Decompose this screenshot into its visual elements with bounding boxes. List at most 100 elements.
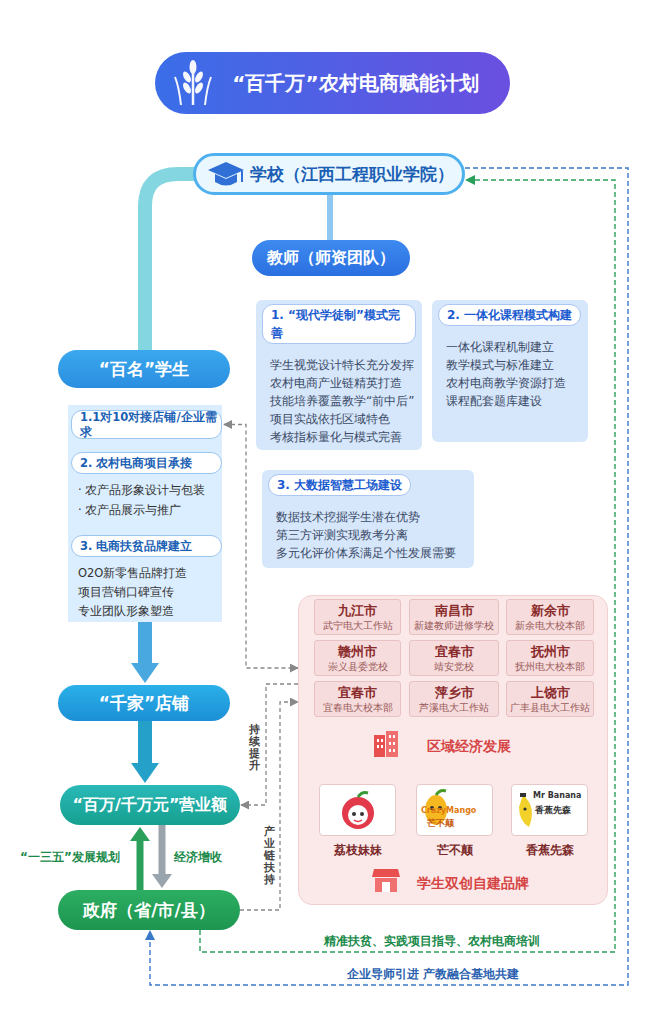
shop-box: “千家”店铺 <box>58 685 230 721</box>
student-panel: · 农产品形象设计与包装 · 农产品展示与推广 O2O新零售品牌打造项目营销口碑宣传… <box>68 405 222 622</box>
icon <box>338 790 378 832</box>
node-text: 区域经济发展 <box>427 738 511 756</box>
title-banner: “百千万”农村电商赋能计划 <box>155 52 510 114</box>
connector <box>241 684 298 805</box>
node-text: · 农产品形象设计与包装 <box>78 482 218 498</box>
node-text: 多元化评价体系满足个性发展需要 <box>268 544 468 562</box>
government-box: 政府（省/市/县） <box>58 890 240 930</box>
icon <box>371 866 401 894</box>
node-text: 上饶市 <box>531 684 570 701</box>
node-text: 教师（师资团队） <box>267 248 395 269</box>
node-text: 宜春电大校本部 <box>323 701 393 714</box>
node-text: 九江市 <box>338 602 377 619</box>
city-box: 宜春市宜春电大校本部 <box>314 681 401 717</box>
icon <box>171 59 215 107</box>
node-text: 抚州电大校本部 <box>515 660 585 673</box>
node-text: 数据技术挖掘学生潜在优势 <box>268 508 468 526</box>
logo-text: CrazyMango <box>421 806 476 815</box>
node-text: 芦溪电大工作站 <box>419 701 489 714</box>
node-text: 学校（江西工程职业学院） <box>250 163 454 186</box>
city-box: 九江市武宁电大工作站 <box>314 599 401 635</box>
node-text: 萍乡市 <box>435 684 474 701</box>
node-text: 一体化课程机制建立 <box>438 338 582 356</box>
task-pill: 3. 电商扶贫品牌建立 <box>71 535 222 557</box>
connector <box>145 174 205 352</box>
city-box: 萍乡市芦溪电大工作站 <box>409 681 499 717</box>
logo-text: 芒不颠 <box>427 817 454 830</box>
node-text: 项目营销口碑宣传 <box>78 584 218 600</box>
node-text: 学生视觉设计特长充分发挥 <box>262 356 416 374</box>
logo-text: 香蕉先森 <box>535 804 571 817</box>
node-text: 宜春市 <box>435 643 474 660</box>
connector <box>137 840 144 890</box>
node-text: 考核指标量化与模式完善 <box>262 428 416 446</box>
node-text: 荔枝妹妹 <box>310 842 405 859</box>
node-text: 靖安党校 <box>434 660 474 673</box>
edge-label: 经济增收 <box>172 850 224 865</box>
node-text: “千家”店铺 <box>99 692 189 715</box>
node-text: O2O新零售品牌打造 <box>78 565 218 581</box>
connector <box>159 825 166 875</box>
node-text: “百千万”农村电商赋能计划 <box>232 70 478 97</box>
node-text: 1.1对10对接店铺/企业需求 <box>80 410 221 440</box>
node-text: 政府（省/市/县） <box>83 899 214 922</box>
edge-label: 精准扶贫、实践项目指导、农村电商培训 <box>322 934 542 949</box>
node-text: “百名”学生 <box>99 358 189 381</box>
node-text: 赣州市 <box>338 643 377 660</box>
node-text: 1. “现代学徒制”模式完善 <box>262 304 416 344</box>
node-text: 教学模式与标准建立 <box>438 356 582 374</box>
teacher-box: 教师（师资团队） <box>252 240 410 276</box>
node-text: 3. 电商扶贫品牌建立 <box>80 539 192 554</box>
icon <box>206 160 246 190</box>
node-text: 南昌市 <box>435 602 474 619</box>
edge-label: 持续提升 <box>249 724 260 772</box>
connector <box>200 180 615 952</box>
city-box: 宜春市靖安党校 <box>409 640 499 676</box>
measure-panel: 2. 一体化课程模式构建一体化课程机制建立教学模式与标准建立农村电商教学资源打造… <box>432 300 588 442</box>
school-box: 学校（江西工程职业学院） <box>193 153 465 195</box>
edge-label: “一三五”发展规划 <box>18 850 122 865</box>
node-text: 专业团队形象塑造 <box>78 603 218 619</box>
student-box: “百名”学生 <box>58 350 230 388</box>
node-text: 技能培养覆盖教学“前中后” <box>262 392 416 410</box>
edge-label: 产业链扶持 <box>264 826 275 886</box>
connector <box>327 195 333 240</box>
node-text: 香蕉先森 <box>502 842 597 859</box>
city-box: 上饶市广丰县电大工作站 <box>506 681 594 717</box>
edge-label: 企业导师引进 产教融合基地共建 <box>345 967 521 982</box>
icon <box>371 729 401 759</box>
node-text: 新建教师进修学校 <box>414 619 494 632</box>
node-text: · 农产品展示与推广 <box>78 502 218 518</box>
node-text: 2. 一体化课程模式构建 <box>438 304 581 326</box>
brand-card: 荔枝妹妹 <box>319 784 396 836</box>
logo-text: Mr Banana <box>533 791 581 800</box>
node-text: 广丰县电大工作站 <box>510 701 590 714</box>
node-text: 武宁电大工作站 <box>323 619 393 632</box>
node-text: “百万/千万元”营业额 <box>73 795 228 816</box>
connector <box>240 702 298 910</box>
task-pill: 2. 农村电商项目承接 <box>71 452 222 474</box>
measure-panel: 3. 大数据智慧工场建设数据技术挖掘学生潜在优势第三方评测实现教考分离多元化评价… <box>262 470 474 568</box>
node-text: 学生双创自建品牌 <box>417 875 529 893</box>
node-text: 芒不颠 <box>407 842 502 859</box>
task-pill: 1.1对10对接店铺/企业需求 <box>71 410 222 439</box>
node-text: 新余市 <box>531 602 570 619</box>
node-text: 新余电大校本部 <box>515 619 585 632</box>
node-text: 2. 农村电商项目承接 <box>80 456 192 471</box>
node-text: 农村电商教学资源打造 <box>438 374 582 392</box>
node-text: 农村电商产业链精英打造 <box>262 374 416 392</box>
node-text: 项目实战依托区域特色 <box>262 410 416 428</box>
city-box: 新余市新余电大校本部 <box>506 599 594 635</box>
node-text: 宜春市 <box>338 684 377 701</box>
node-text: 第三方评测实现教考分离 <box>268 526 468 544</box>
city-box: 赣州市崇义县委党校 <box>314 640 401 676</box>
node-text: 3. 大数据智慧工场建设 <box>268 474 411 496</box>
node-text: 抚州市 <box>531 643 570 660</box>
revenue-box: “百万/千万元”营业额 <box>60 785 240 825</box>
city-box: 抚州市抚州电大校本部 <box>506 640 594 676</box>
node-text: 崇义县委党校 <box>328 660 388 673</box>
measure-panel: 1. “现代学徒制”模式完善学生视觉设计特长充分发挥农村电商产业链精英打造技能培… <box>256 300 422 450</box>
node-text: 课程配套题库建设 <box>438 392 582 410</box>
connector <box>138 622 152 664</box>
city-box: 南昌市新建教师进修学校 <box>409 599 499 635</box>
